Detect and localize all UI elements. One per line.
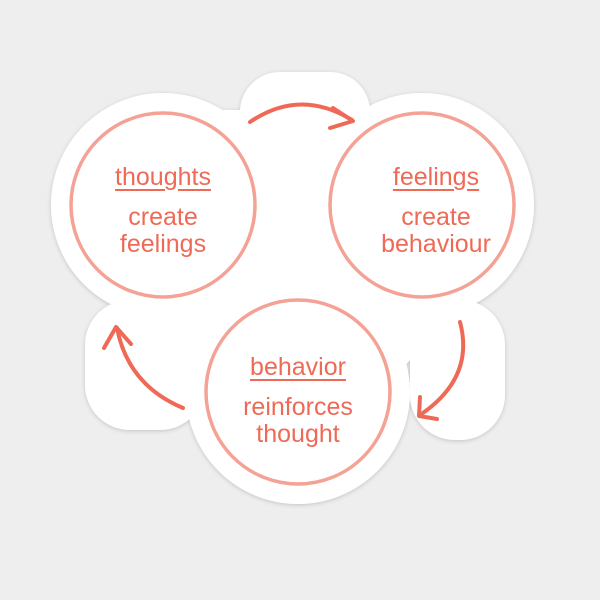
- node-text-line: create: [128, 203, 198, 231]
- node-text-line: create: [401, 203, 471, 231]
- circle-behavior: [204, 298, 392, 486]
- arrow-behavior-to-thoughts: [102, 325, 185, 410]
- arrow-thoughts-to-feelings: [248, 102, 355, 130]
- node-text-line: feelings: [119, 230, 207, 258]
- node-feelings: feelings create behaviour: [336, 162, 536, 258]
- node-heading: feelings: [392, 163, 480, 191]
- node-behavior: behavior reinforces thought: [198, 352, 398, 448]
- node-text-line: behaviour: [381, 230, 491, 258]
- circle-feelings: [328, 111, 516, 299]
- sticker-backing: [51, 72, 534, 504]
- arrow-feelings-to-behavior: [417, 320, 466, 421]
- node-text-line: thought: [256, 420, 340, 448]
- node-text-line: reinforces: [243, 393, 353, 421]
- node-heading: behavior: [250, 353, 346, 381]
- node-thoughts: thoughts create feelings: [63, 162, 263, 258]
- node-heading: thoughts: [115, 163, 211, 191]
- circle-thoughts: [69, 111, 257, 299]
